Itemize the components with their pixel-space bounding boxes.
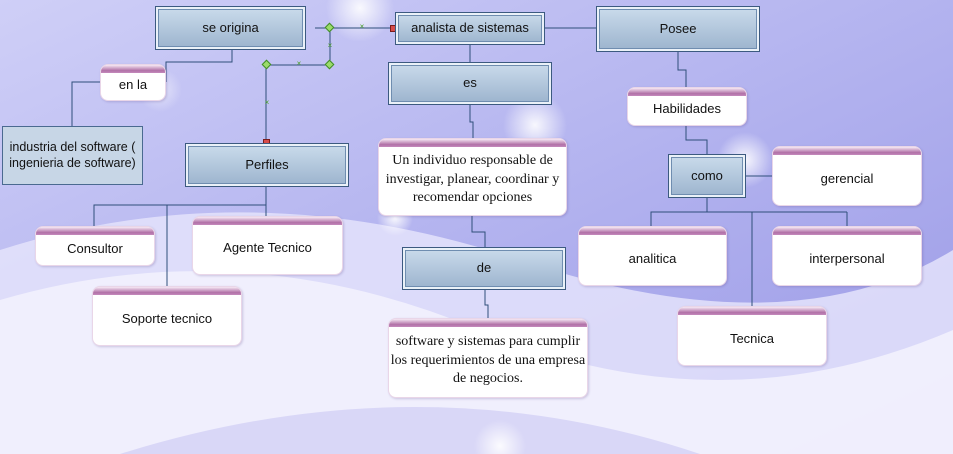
node-definicion[interactable]: Un individuo responsable de investigar, … — [378, 138, 567, 216]
node-de[interactable]: de — [402, 247, 566, 290]
node-label: Perfiles — [245, 156, 289, 172]
node-label: Agente Tecnico — [223, 240, 312, 256]
node-como[interactable]: como — [668, 154, 746, 198]
node-label: se origina — [202, 19, 259, 35]
node-label: de — [476, 260, 492, 276]
connector-midpoint-icon: × — [264, 98, 270, 107]
connector-midpoint-icon: × — [327, 41, 333, 50]
node-gerencial[interactable]: gerencial — [772, 146, 922, 206]
node-label: gerencial — [820, 170, 874, 186]
node-tecnica[interactable]: Tecnica — [677, 306, 827, 366]
node-posee[interactable]: Posee — [596, 6, 760, 52]
node-interpersonal[interactable]: interpersonal — [772, 226, 922, 286]
node-label: como — [691, 167, 723, 183]
node-analitica[interactable]: analitica — [578, 226, 727, 286]
node-soporte-tecnico[interactable]: Soporte tecnico — [92, 286, 242, 346]
node-perfiles[interactable]: Perfiles — [185, 143, 349, 187]
node-label: software y sistemas para cumplir los req… — [390, 333, 586, 387]
node-consultor[interactable]: Consultor — [35, 226, 155, 266]
node-analista-de-sistemas[interactable]: analista de sistemas — [395, 12, 545, 45]
node-label: industria del software ( ingenieria de s… — [9, 139, 136, 170]
node-label: Tecnica — [729, 330, 775, 346]
node-habilidades[interactable]: Habilidades — [627, 87, 747, 126]
node-label: Posee — [659, 20, 697, 36]
node-label: en la — [118, 77, 148, 93]
node-industria-del-software[interactable]: industria del software ( ingenieria de s… — [2, 126, 143, 185]
node-label: interpersonal — [809, 250, 885, 266]
node-label: Consultor — [67, 240, 123, 256]
node-software-y-sistemas[interactable]: software y sistemas para cumplir los req… — [388, 318, 588, 398]
node-es[interactable]: es — [388, 62, 552, 105]
node-label: Habilidades — [653, 101, 721, 117]
node-en-la[interactable]: en la — [100, 64, 166, 101]
node-label: Un individuo responsable de investigar, … — [385, 152, 560, 206]
connector-midpoint-icon: × — [359, 22, 365, 31]
node-se-origina[interactable]: se origina — [155, 6, 306, 50]
node-label: Soporte tecnico — [121, 310, 213, 326]
node-label: analista de sistemas — [411, 20, 529, 36]
node-label: es — [463, 75, 477, 91]
node-label: analitica — [628, 250, 677, 266]
node-agente-tecnico[interactable]: Agente Tecnico — [192, 216, 343, 275]
connector-midpoint-icon: × — [296, 59, 302, 68]
